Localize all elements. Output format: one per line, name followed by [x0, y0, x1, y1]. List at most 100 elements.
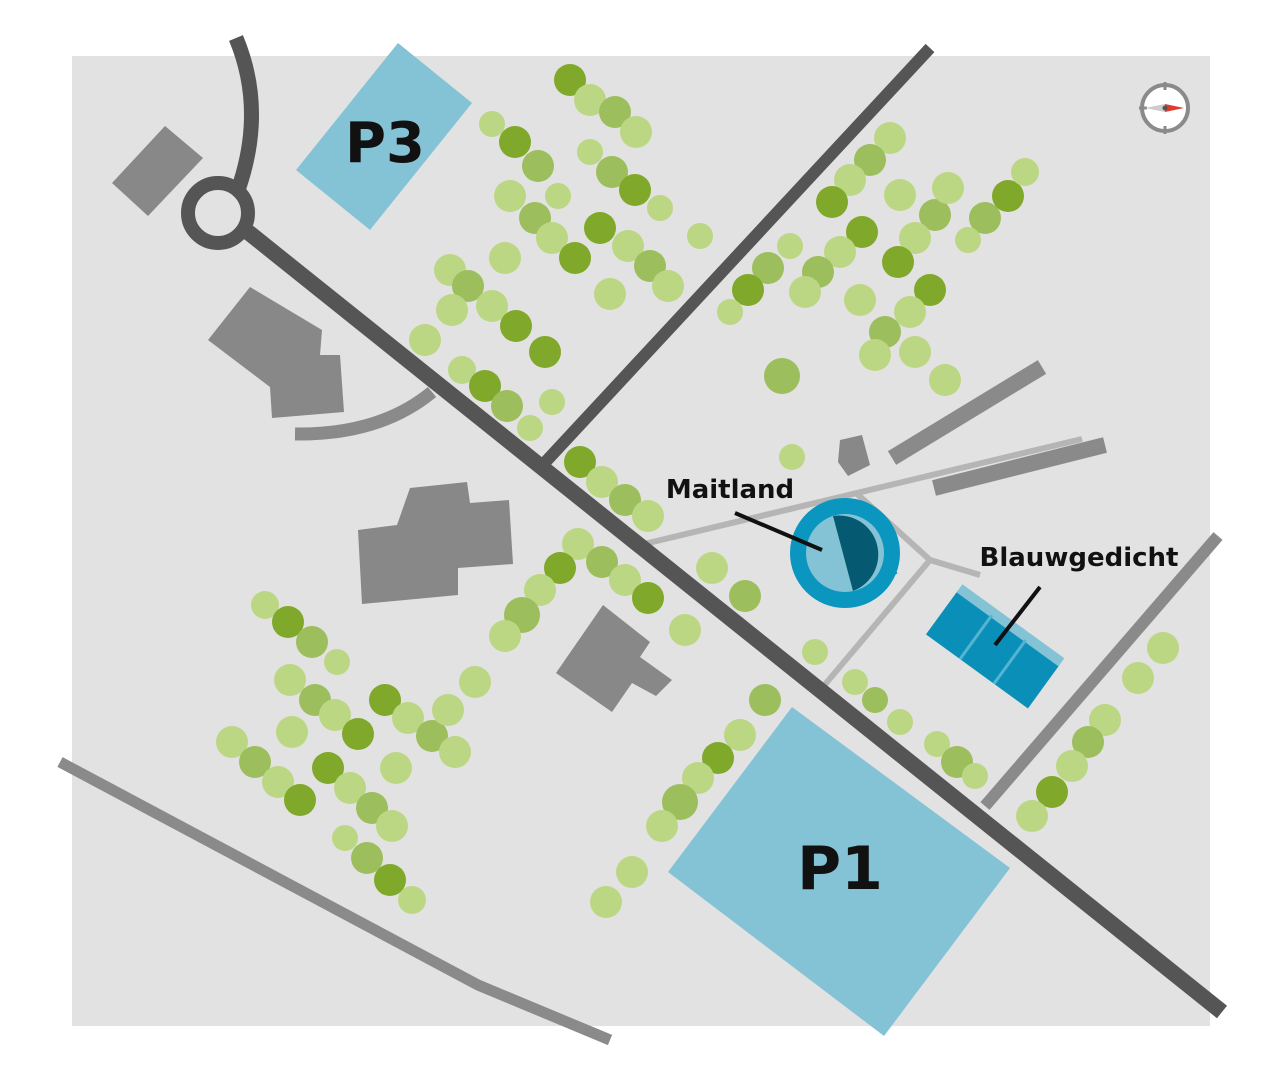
road-southwest	[57, 757, 613, 1046]
tree	[251, 591, 279, 619]
tree	[682, 762, 714, 794]
road-east-upper	[887, 360, 1047, 465]
tree	[1056, 750, 1088, 782]
tree	[524, 574, 556, 606]
tree	[834, 164, 866, 196]
tree	[416, 720, 448, 752]
tree	[452, 270, 484, 302]
tree	[862, 687, 888, 713]
tree	[992, 180, 1024, 212]
tree	[577, 139, 603, 165]
road-east-lower	[932, 437, 1107, 496]
tree	[882, 246, 914, 278]
blauwgedicht-label: Blauwgedicht	[980, 543, 1179, 573]
tree	[476, 290, 508, 322]
tree	[586, 466, 618, 498]
tree	[599, 96, 631, 128]
tree	[562, 528, 594, 560]
tree	[448, 356, 476, 384]
tree	[1011, 158, 1039, 186]
tree	[312, 752, 344, 784]
tree	[274, 664, 306, 696]
path-south	[819, 558, 933, 690]
building-small	[838, 435, 870, 476]
tree	[489, 620, 521, 652]
main-roads	[181, 35, 1228, 1019]
tree	[919, 199, 951, 231]
buildings	[112, 126, 870, 712]
tree	[620, 116, 652, 148]
tree	[816, 186, 848, 218]
tree	[647, 195, 673, 221]
tree	[854, 144, 886, 176]
tree	[376, 810, 408, 842]
road-north-curve	[229, 35, 259, 193]
roundabout	[181, 176, 255, 250]
road-ne-diagonal	[533, 43, 935, 475]
tree	[887, 709, 913, 735]
tree	[586, 546, 618, 578]
tree	[1089, 704, 1121, 736]
tree	[536, 222, 568, 254]
tree	[732, 274, 764, 306]
tree	[539, 389, 565, 415]
maitland-building	[790, 498, 900, 608]
tree	[544, 552, 576, 584]
tree	[216, 726, 248, 758]
path-east	[929, 557, 981, 578]
tree	[752, 252, 784, 284]
curved-path	[294, 386, 437, 441]
tree	[517, 415, 543, 441]
tree	[479, 111, 505, 137]
tree	[764, 358, 800, 394]
tree	[332, 825, 358, 851]
road-east-diagonal	[980, 532, 1223, 810]
tree	[574, 84, 606, 116]
tree	[319, 699, 351, 731]
tree	[436, 294, 468, 326]
tree	[494, 180, 526, 212]
tree	[1147, 632, 1179, 664]
path-main	[639, 436, 1083, 548]
tree	[729, 580, 761, 612]
tree	[616, 856, 648, 888]
tree	[609, 484, 641, 516]
tree	[884, 179, 916, 211]
tree	[369, 684, 401, 716]
tree	[1036, 776, 1068, 808]
tree	[342, 718, 374, 750]
parking-p1-label: P1	[797, 834, 883, 904]
building-west	[208, 287, 344, 418]
tree	[844, 284, 876, 316]
building-center	[358, 482, 513, 604]
tree	[669, 614, 701, 646]
building-south	[556, 605, 672, 712]
tree	[239, 746, 271, 778]
tree	[554, 64, 586, 96]
tree	[439, 736, 471, 768]
tree	[717, 299, 743, 325]
tree	[749, 684, 781, 716]
tree	[777, 233, 803, 259]
tree	[284, 784, 316, 816]
tree	[929, 364, 961, 396]
tree	[612, 230, 644, 262]
tree	[564, 446, 596, 478]
tree	[499, 126, 531, 158]
tree	[846, 216, 878, 248]
tree	[632, 582, 664, 614]
tree	[609, 564, 641, 596]
tree	[594, 278, 626, 310]
tree	[491, 390, 523, 422]
tree	[789, 276, 821, 308]
tree	[469, 370, 501, 402]
blauwgedicht-pointer	[993, 585, 1042, 647]
tree	[545, 183, 571, 209]
tree	[489, 242, 521, 274]
tree	[529, 336, 561, 368]
tree	[687, 223, 713, 249]
tree	[652, 270, 684, 302]
tree	[374, 864, 406, 896]
tree	[894, 296, 926, 328]
tree	[874, 122, 906, 154]
